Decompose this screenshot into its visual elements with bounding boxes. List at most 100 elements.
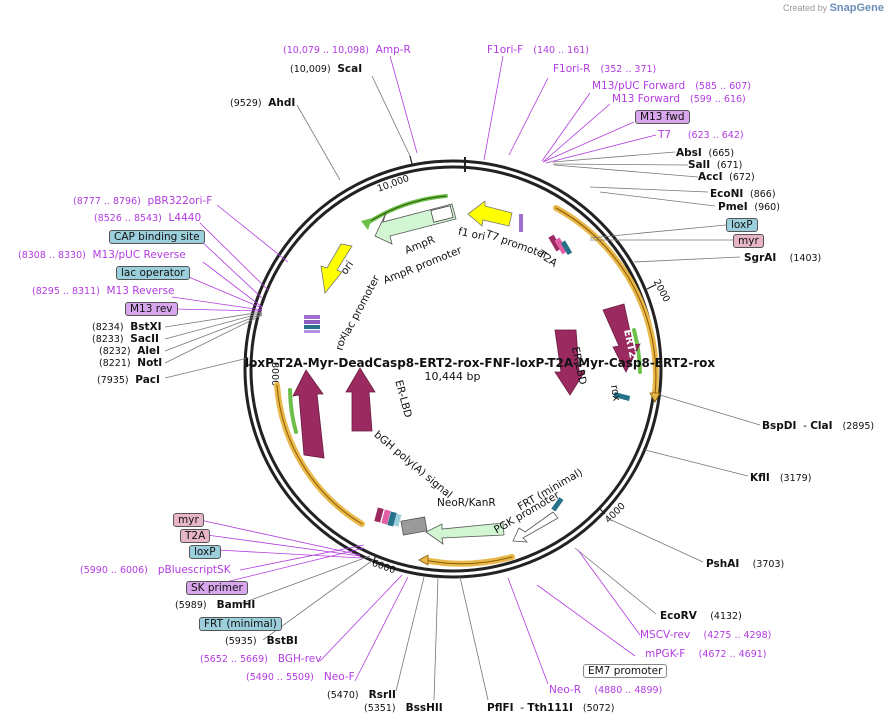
label-absi[interactable]: AbsI (665) bbox=[676, 147, 734, 160]
pgk-arrow bbox=[512, 511, 559, 543]
label-m13-reverse-name: M13 Reverse bbox=[106, 285, 175, 297]
label-sgrai[interactable]: SgrAI (1403) bbox=[744, 252, 821, 265]
arc-arrowhead-orange-right bbox=[649, 392, 661, 403]
label-bstxi-pos: (8234) bbox=[92, 322, 124, 333]
label-m13puc-fwd-pos: (585 .. 607) bbox=[695, 81, 751, 92]
label-amp-r[interactable]: (10,079 .. 10,098) Amp-R bbox=[283, 44, 411, 57]
label-f1ori-r[interactable]: F1ori-R (352 .. 371) bbox=[553, 63, 656, 76]
label-acci-name: AccI bbox=[698, 171, 723, 183]
erlbd-right-arrow bbox=[554, 329, 586, 396]
backbone-outer bbox=[243, 159, 663, 579]
label-bspdi-pos: (2895) bbox=[842, 421, 875, 432]
box-cap-binding-site[interactable]: CAP binding site bbox=[109, 230, 205, 244]
label-f1ori-f[interactable]: F1ori-F (140 .. 161) bbox=[487, 44, 589, 57]
label-t7[interactable]: T7 (623 .. 642) bbox=[658, 129, 744, 142]
label-alei-pos: (8232) bbox=[99, 346, 131, 357]
label-mscv-rev-name: MSCV-rev bbox=[640, 629, 691, 641]
small-features-bottom bbox=[374, 507, 402, 527]
label-noti-pos: (8221) bbox=[99, 358, 131, 369]
label-f1ori: f1 ori bbox=[457, 226, 486, 243]
label-scai-name: ScaI bbox=[337, 63, 363, 75]
label-mpgk-f[interactable]: mPGK-F (4672 .. 4691) bbox=[645, 648, 767, 661]
label-ert2-right: ERT2 bbox=[621, 328, 639, 359]
label-bgh-rev[interactable]: (5652 .. 5669) BGH-rev bbox=[200, 653, 321, 666]
ert2-right-arrow bbox=[602, 303, 641, 373]
label-ecorv[interactable]: EcoRV (4132) bbox=[660, 610, 742, 623]
label-mpgk-f-pos: (4672 .. 4691) bbox=[698, 649, 767, 660]
label-bstbi-name: BstBI bbox=[266, 635, 298, 647]
label-econi[interactable]: EcoNI (866) bbox=[710, 188, 776, 201]
label-m13puc-rev[interactable]: (8308 .. 8330) M13/pUC Reverse bbox=[18, 249, 186, 262]
box-t2a-bottom[interactable]: T2A bbox=[180, 529, 211, 543]
label-ahdi-pos: (9529) bbox=[230, 98, 262, 109]
label-sgrai-pos: (1403) bbox=[789, 253, 822, 264]
label-l4440[interactable]: (8526 .. 8543) L4440 bbox=[94, 212, 201, 225]
box-em7-promoter[interactable]: EM7 promoter bbox=[583, 664, 668, 678]
label-bsshii[interactable]: (5351) BssHII bbox=[364, 702, 443, 715]
label-bamhi[interactable]: (5989) BamHI bbox=[175, 599, 255, 612]
label-ahdi-name: AhdI bbox=[268, 97, 296, 109]
arc-green-top-line bbox=[365, 195, 447, 225]
label-pmei-name: PmeI bbox=[718, 201, 748, 213]
box-loxp-top[interactable]: loxP bbox=[726, 218, 758, 232]
label-sacii[interactable]: (8233) SacII bbox=[92, 333, 159, 346]
label-sali[interactable]: SalI (671) bbox=[688, 159, 742, 172]
label-acci[interactable]: AccI (672) bbox=[698, 171, 755, 184]
label-m13-reverse-pos: (8295 .. 8311) bbox=[32, 286, 100, 297]
label-amp-r-name: Amp-R bbox=[375, 44, 411, 56]
label-clai-name: ClaI bbox=[810, 420, 833, 432]
label-mscv-rev[interactable]: MSCV-rev (4275 .. 4298) bbox=[640, 629, 771, 642]
plasmid-size: 10,444 bp bbox=[424, 370, 481, 383]
label-bspdi-clai[interactable]: BspDI - ClaI (2895) bbox=[762, 420, 875, 432]
small-features-left bbox=[304, 315, 320, 333]
label-noti[interactable]: (8221) NotI bbox=[99, 357, 162, 370]
label-absi-name: AbsI bbox=[676, 147, 702, 159]
label-neo-r[interactable]: Neo-R (4880 .. 4899) bbox=[549, 684, 662, 697]
label-m13puc-fwd-name: M13/pUC Forward bbox=[592, 80, 686, 92]
label-pbr322ori-f-pos: (8777 .. 8796) bbox=[73, 196, 141, 207]
label-bsshii-pos: (5351) bbox=[364, 703, 396, 714]
label-pflfi-pos: (5072) bbox=[582, 703, 615, 714]
arc-orange-bottom-line bbox=[423, 556, 513, 565]
label-ahdi[interactable]: (9529) AhdI bbox=[230, 97, 295, 110]
box-frt-minimal[interactable]: FRT (minimal) bbox=[199, 617, 282, 631]
box-myr-top[interactable]: myr bbox=[733, 234, 764, 248]
label-bamhi-pos: (5989) bbox=[175, 600, 207, 611]
box-m13-rev[interactable]: M13 rev bbox=[125, 302, 178, 316]
label-pbluescriptsk[interactable]: (5990 .. 6006) pBluescriptSK bbox=[80, 564, 231, 577]
label-f1ori-r-name: F1ori-R bbox=[553, 63, 591, 75]
box-loxp-bottom[interactable]: loxP bbox=[189, 545, 221, 559]
label-neo-f[interactable]: (5490 .. 5509) Neo-F bbox=[246, 671, 355, 684]
label-ert2-left: ERT2 bbox=[321, 404, 340, 435]
label-pbluescriptsk-name: pBluescriptSK bbox=[157, 564, 231, 576]
label-bstxi[interactable]: (8234) BstXI bbox=[92, 321, 162, 334]
label-scai[interactable]: (10,009) ScaI bbox=[290, 63, 362, 76]
label-pbr322ori-f[interactable]: (8777 .. 8796) pBR322ori-F bbox=[73, 195, 212, 208]
box-myr-bottom[interactable]: myr bbox=[173, 513, 204, 527]
label-paci[interactable]: (7935) PacI bbox=[97, 374, 160, 387]
label-alei[interactable]: (8232) AleI bbox=[99, 345, 160, 358]
label-bgh-rev-pos: (5652 .. 5669) bbox=[200, 654, 268, 665]
label-rsrii[interactable]: (5470) RsrII bbox=[327, 689, 396, 702]
frt-block bbox=[551, 497, 564, 512]
box-sk-primer[interactable]: SK primer bbox=[186, 581, 248, 595]
label-l4440-name: L4440 bbox=[168, 212, 202, 224]
label-kfli-pos: (3179) bbox=[779, 473, 812, 484]
label-m13puc-fwd[interactable]: M13/pUC Forward (585 .. 607) bbox=[592, 80, 751, 93]
label-pmei[interactable]: PmeI (960) bbox=[718, 201, 780, 214]
label-bstbi[interactable]: (5935) BstBI bbox=[225, 635, 298, 648]
f1ori-arrow bbox=[467, 200, 513, 227]
label-bstbi-pos: (5935) bbox=[225, 636, 257, 647]
label-m13-reverse[interactable]: (8295 .. 8311) M13 Reverse bbox=[32, 285, 175, 298]
label-pshai[interactable]: PshAI (3703) bbox=[706, 558, 784, 571]
bgh-block bbox=[400, 516, 428, 536]
label-rsrii-pos: (5470) bbox=[327, 690, 359, 701]
label-kfli[interactable]: KflI (3179) bbox=[750, 472, 811, 485]
label-m13-forward[interactable]: M13 Forward (599 .. 616) bbox=[612, 93, 746, 106]
box-lac-operator[interactable]: lac operator bbox=[116, 266, 190, 280]
label-pflfi-tth111i[interactable]: PflFI - Tth111I (5072) bbox=[487, 702, 615, 714]
snapgene-brand: SnapGene bbox=[829, 2, 884, 14]
ert2-left-arrow bbox=[292, 369, 325, 459]
box-m13-fwd[interactable]: M13 fwd bbox=[635, 110, 690, 124]
tick-marks bbox=[247, 155, 656, 564]
